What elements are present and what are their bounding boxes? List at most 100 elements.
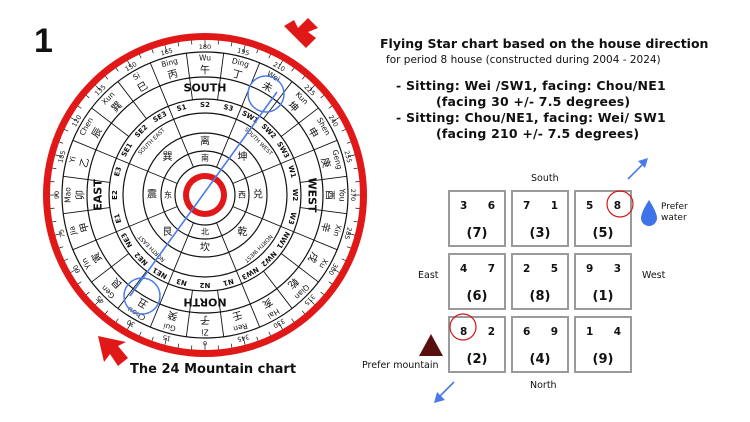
- mountain-char: 辛: [318, 221, 333, 234]
- compass-caption: The 24 Mountain chart: [130, 362, 297, 377]
- palace-divider: [232, 157, 294, 184]
- sector-divider: [280, 253, 319, 283]
- base-star: (5): [592, 226, 614, 241]
- degree-tick: [347, 232, 355, 236]
- degree-tick: [291, 67, 295, 72]
- wei-highlight-circle: [247, 75, 285, 113]
- grid-cell: 1 4 (9): [574, 316, 632, 373]
- base-star: (4): [529, 352, 551, 367]
- degree-tick: [52, 167, 57, 170]
- degree-label: 270: [349, 189, 357, 201]
- sector-divider: [149, 283, 169, 328]
- sector-divider: [63, 207, 110, 215]
- degree-tick: [347, 154, 355, 158]
- trigram-char: 坤: [237, 150, 247, 163]
- sector-divider: [263, 81, 293, 120]
- mountain-star: 4: [460, 263, 468, 275]
- degree-tick: [52, 220, 57, 223]
- sector-code: E3: [113, 166, 123, 178]
- mountain-star: 6: [523, 326, 531, 338]
- water-star: 2: [487, 326, 495, 338]
- degree-label: 345: [236, 332, 250, 343]
- sector-divider: [263, 270, 293, 309]
- degree-label: 45: [95, 294, 107, 306]
- direction-south: South: [531, 173, 559, 184]
- degree-tick: [309, 85, 315, 91]
- degree-tick: [320, 291, 324, 295]
- mountain-char: 卯: [75, 190, 87, 200]
- sector-divider: [300, 207, 347, 215]
- water-star: 4: [613, 326, 621, 338]
- water-star: 8: [613, 200, 621, 212]
- degree-tick: [70, 268, 78, 273]
- grid-cell: 4 7 (6): [448, 253, 506, 310]
- degree-tick: [95, 85, 101, 91]
- sector-divider: [117, 81, 147, 120]
- degree-label: 195: [236, 47, 250, 58]
- degree-label: 75: [57, 228, 67, 238]
- grid-cell: 2 5 (8): [511, 253, 569, 310]
- direction-west: West: [642, 270, 666, 281]
- trigram-char: 坎: [200, 241, 210, 254]
- degree-tick: [151, 49, 154, 54]
- degree-tick: [341, 258, 346, 261]
- degree-tick: [341, 129, 346, 132]
- degree-tick: [151, 336, 154, 341]
- mountain-star: 3: [460, 200, 468, 212]
- degree-tick: [105, 310, 109, 314]
- trigram-char: 离: [200, 135, 210, 148]
- mountain-name: Yi: [67, 155, 78, 164]
- sector-divider: [293, 139, 338, 159]
- sector-divider: [91, 253, 130, 283]
- sector-divider: [63, 175, 110, 183]
- grid-cell: 7 1 (3): [511, 190, 569, 247]
- sector-divider: [72, 139, 117, 159]
- grid-cell: 8 2 (2): [448, 316, 506, 373]
- degree-tick: [139, 54, 142, 59]
- info-line-1: - Sitting: Wei /SW1, facing: Chou/NE1: [396, 78, 666, 93]
- palace-divider: [116, 206, 178, 233]
- chart-title: Flying Star chart based on the house dir…: [380, 36, 709, 51]
- mountain-name: Jia: [67, 225, 78, 237]
- trigram-char: 兑: [253, 188, 263, 201]
- inner-direction-west: WEST: [306, 177, 319, 213]
- sector-divider: [72, 231, 117, 251]
- mountain-name: Ding: [231, 56, 250, 69]
- water-star: 6: [487, 200, 495, 212]
- base-star: (1): [592, 289, 614, 304]
- degree-tick: [353, 167, 358, 170]
- degree-tick: [115, 67, 119, 72]
- degree-label: 60: [71, 263, 82, 274]
- degree-tick: [242, 337, 246, 345]
- mountain-char: 甲: [79, 221, 92, 234]
- info-line-3: - Sitting: Chou/NE1, facing: Wei/ SW1: [396, 110, 666, 125]
- inner-direction-east: EAST: [92, 179, 105, 211]
- degree-tick: [70, 117, 78, 122]
- top-red-arrow: [284, 18, 318, 48]
- sector-code: E1: [113, 212, 123, 224]
- mountain-char: 壬: [231, 308, 244, 322]
- degree-tick: [164, 337, 168, 345]
- degree-label: 30: [125, 318, 136, 329]
- sector-divider: [241, 283, 261, 328]
- degree-tick: [291, 318, 295, 323]
- trigram-char: 艮: [163, 226, 173, 238]
- degree-tick: [77, 105, 82, 109]
- direction-north: North: [530, 380, 557, 391]
- degree-tick: [320, 95, 324, 99]
- degree-tick: [127, 60, 132, 68]
- palace-divider: [116, 157, 178, 184]
- mountain-name: Wu: [199, 54, 211, 63]
- trigram-char: 乾: [237, 225, 247, 238]
- mountain-name: Xu: [317, 257, 330, 270]
- mountain-icon: [419, 334, 443, 356]
- cardinal-char: 南: [201, 153, 209, 163]
- grid-cell: 6 9 (4): [511, 316, 569, 373]
- mountain-name: Mao: [64, 187, 73, 203]
- prefer-mountain-label: Prefer mountain: [362, 360, 439, 371]
- degree-tick: [77, 281, 82, 285]
- trigram-char: 巽: [163, 151, 173, 163]
- flying-star-grid: 3 6 (7) 7 1 (3) 5 8 (5) 4 7 (6) 2 5 (8) …: [448, 190, 634, 374]
- degree-tick: [346, 141, 351, 144]
